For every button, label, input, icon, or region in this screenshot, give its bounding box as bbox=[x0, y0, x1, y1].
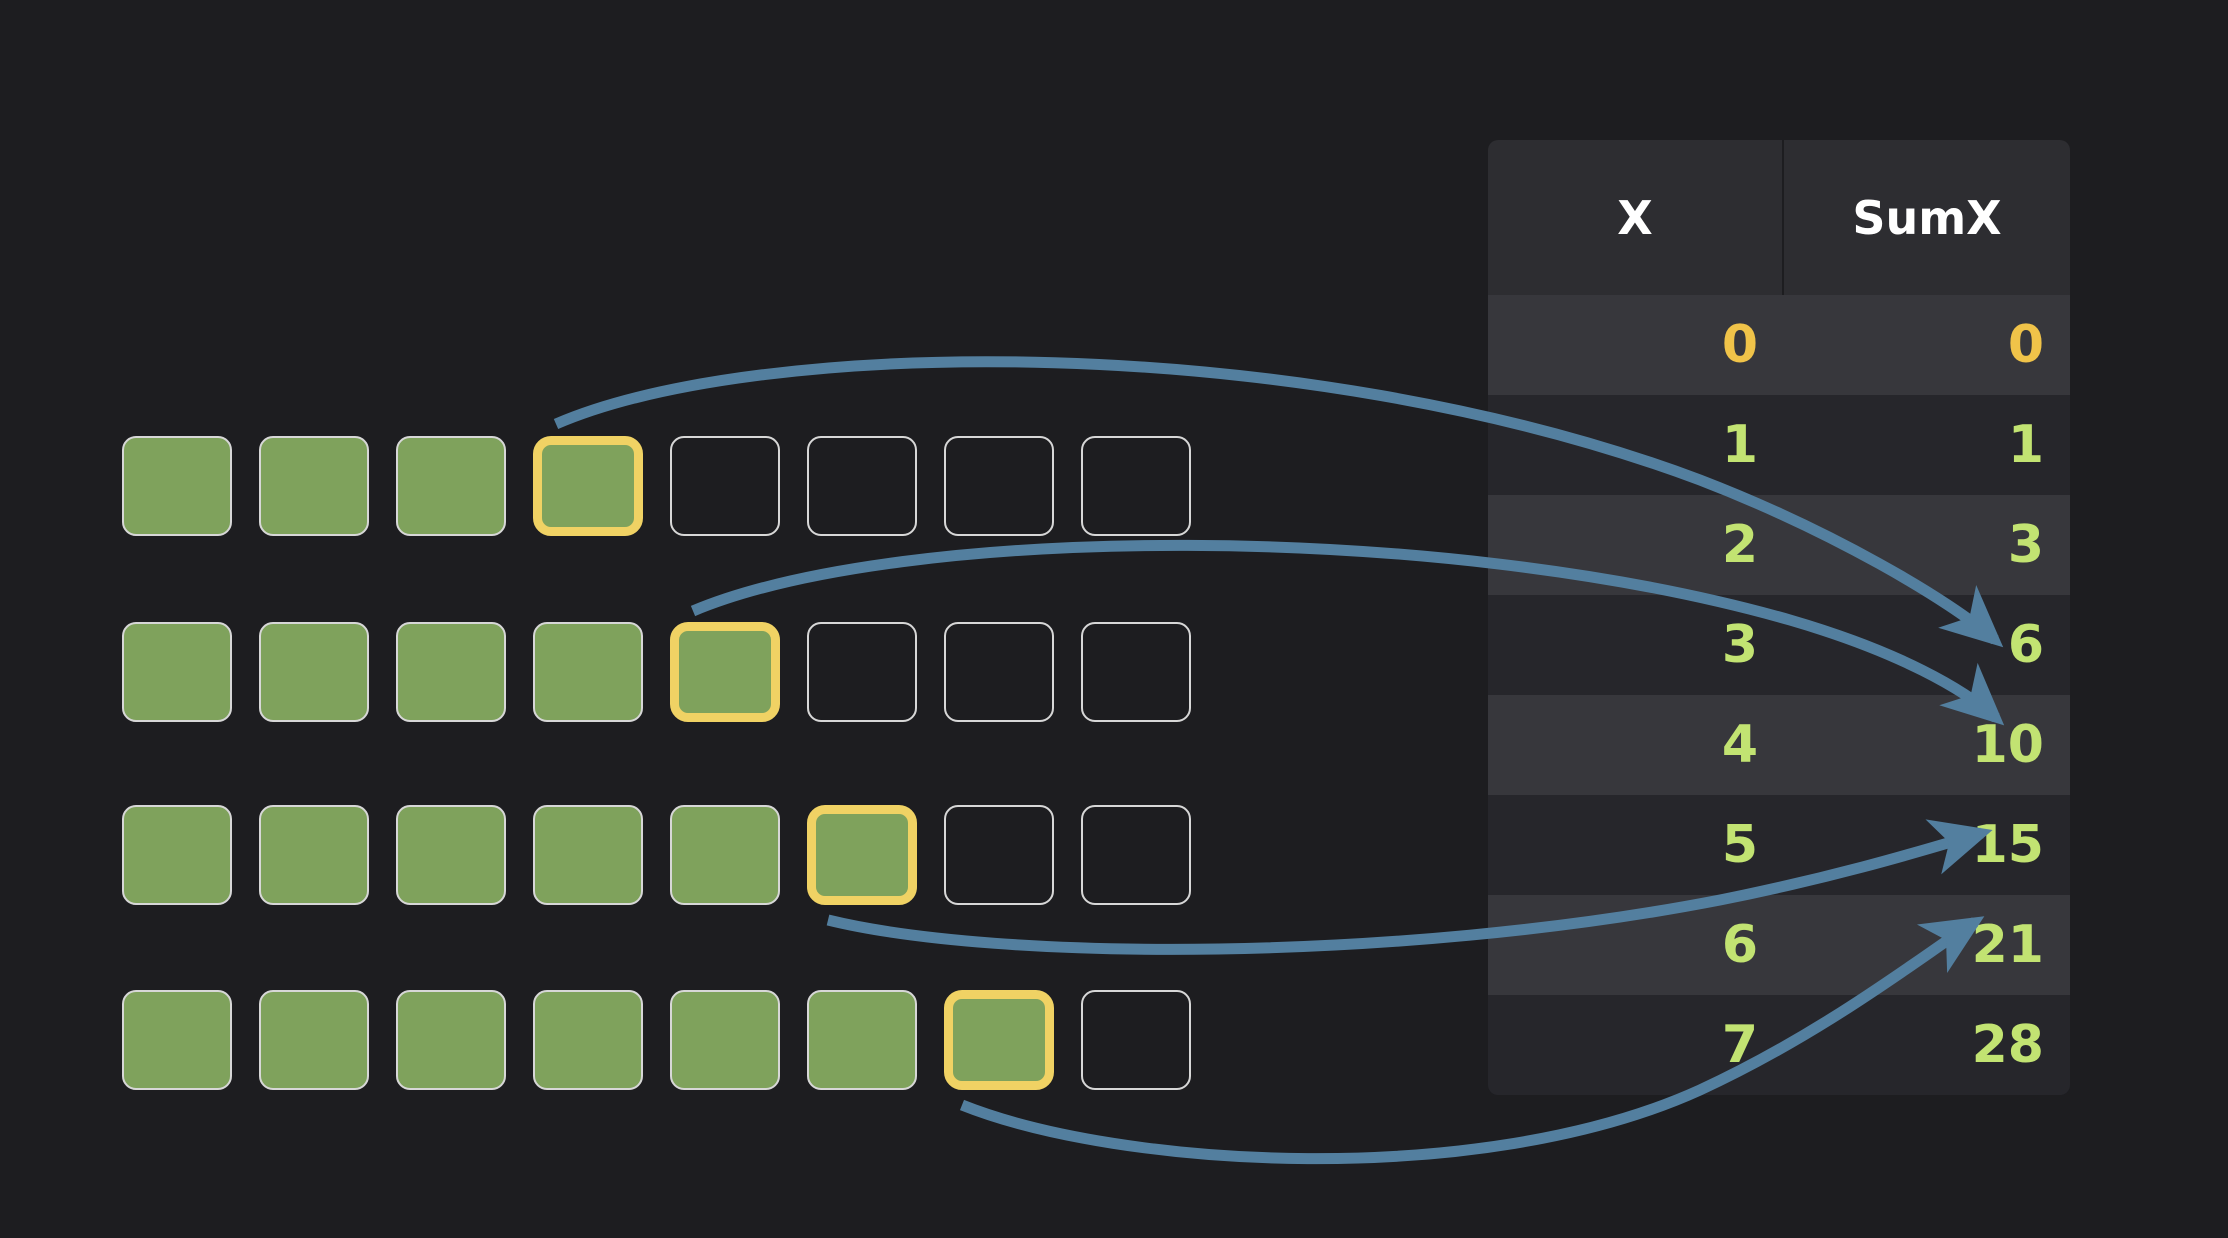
column-header-sumx: SumX bbox=[1852, 190, 2002, 245]
grid-cell[interactable] bbox=[670, 990, 780, 1090]
grid-cell-current[interactable] bbox=[533, 436, 643, 536]
cell-sumx: 21 bbox=[1971, 915, 2044, 975]
cell-sumx: 10 bbox=[1971, 715, 2044, 775]
cell-sumx: 1 bbox=[2007, 415, 2044, 475]
grid-row-3 bbox=[122, 805, 1191, 905]
grid-cell-empty[interactable] bbox=[1081, 622, 1191, 722]
grid-cell[interactable] bbox=[259, 990, 369, 1090]
cell-x: 3 bbox=[1721, 615, 1758, 675]
grid-cell[interactable] bbox=[396, 805, 506, 905]
grid-cell-empty[interactable] bbox=[944, 622, 1054, 722]
table-row[interactable]: 3 6 bbox=[1488, 595, 2070, 695]
grid-cell-empty[interactable] bbox=[1081, 436, 1191, 536]
grid-row-2 bbox=[122, 622, 1191, 722]
cell-x: 5 bbox=[1721, 815, 1758, 875]
cell-x: 7 bbox=[1721, 1015, 1758, 1075]
grid-cell[interactable] bbox=[533, 990, 643, 1090]
cell-sumx: 15 bbox=[1971, 815, 2044, 875]
cell-sumx: 6 bbox=[2007, 615, 2044, 675]
grid-cell-empty[interactable] bbox=[1081, 805, 1191, 905]
grid-cell[interactable] bbox=[396, 622, 506, 722]
cell-sumx: 0 bbox=[2007, 315, 2044, 375]
grid-cell-current[interactable] bbox=[670, 622, 780, 722]
grid-cell-empty[interactable] bbox=[807, 436, 917, 536]
grid-cell-empty[interactable] bbox=[944, 805, 1054, 905]
table-row[interactable]: 4 10 bbox=[1488, 695, 2070, 795]
grid-cell[interactable] bbox=[533, 622, 643, 722]
cells-grid bbox=[122, 436, 1191, 1090]
grid-cell[interactable] bbox=[259, 436, 369, 536]
table-row[interactable]: 7 28 bbox=[1488, 995, 2070, 1095]
grid-cell[interactable] bbox=[807, 990, 917, 1090]
grid-cell-empty[interactable] bbox=[670, 436, 780, 536]
sumx-table: X SumX 0 0 1 1 2 3 3 6 4 10 bbox=[1488, 140, 2070, 1095]
cell-x: 6 bbox=[1721, 915, 1758, 975]
table-row[interactable]: 2 3 bbox=[1488, 495, 2070, 595]
column-header-x: X bbox=[1488, 140, 1784, 295]
grid-cell-empty[interactable] bbox=[807, 622, 917, 722]
grid-cell-current[interactable] bbox=[944, 990, 1054, 1090]
grid-cell[interactable] bbox=[122, 622, 232, 722]
table-row[interactable]: 6 21 bbox=[1488, 895, 2070, 995]
cell-x: 4 bbox=[1721, 715, 1758, 775]
cell-x: 1 bbox=[1721, 415, 1758, 475]
cell-x: 2 bbox=[1721, 515, 1758, 575]
cell-sumx: 28 bbox=[1971, 1015, 2044, 1075]
cell-sumx: 3 bbox=[2007, 515, 2044, 575]
grid-cell[interactable] bbox=[122, 805, 232, 905]
grid-cell[interactable] bbox=[259, 622, 369, 722]
grid-cell[interactable] bbox=[670, 805, 780, 905]
grid-cell-empty[interactable] bbox=[1081, 990, 1191, 1090]
grid-cell[interactable] bbox=[396, 436, 506, 536]
grid-cell-empty[interactable] bbox=[944, 436, 1054, 536]
grid-cell[interactable] bbox=[259, 805, 369, 905]
table-row[interactable]: 0 0 bbox=[1488, 295, 2070, 395]
table-row[interactable]: 5 15 bbox=[1488, 795, 2070, 895]
grid-cell[interactable] bbox=[396, 990, 506, 1090]
table-header-row: X SumX bbox=[1488, 140, 2070, 295]
grid-row-4 bbox=[122, 990, 1191, 1090]
table-row[interactable]: 1 1 bbox=[1488, 395, 2070, 495]
table-body: 0 0 1 1 2 3 3 6 4 10 5 15 bbox=[1488, 295, 2070, 1095]
grid-cell[interactable] bbox=[122, 436, 232, 536]
grid-cell[interactable] bbox=[122, 990, 232, 1090]
cell-x: 0 bbox=[1721, 315, 1758, 375]
grid-cell[interactable] bbox=[533, 805, 643, 905]
grid-cell-current[interactable] bbox=[807, 805, 917, 905]
grid-row-1 bbox=[122, 436, 1191, 536]
